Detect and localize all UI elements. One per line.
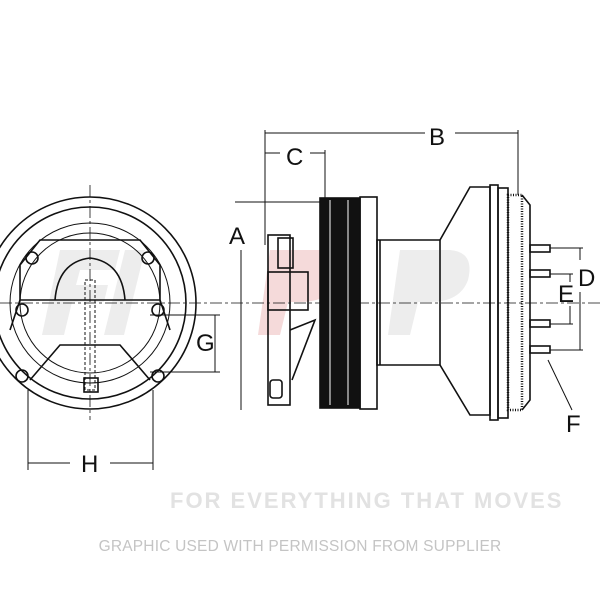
label-C: C [286, 144, 303, 171]
side-view [235, 130, 583, 421]
label-H: H [81, 451, 98, 478]
label-D: D [578, 265, 595, 292]
dimension-labels: B C A D E G F H [81, 124, 595, 478]
label-F: F [566, 411, 581, 438]
label-E: E [558, 281, 574, 308]
supplier-credit: GRAPHIC USED WITH PERMISSION FROM SUPPLI… [98, 538, 502, 555]
label-B: B [429, 124, 445, 151]
front-view [0, 185, 600, 470]
watermark: FOR EVERYTHING THAT MOVES [170, 488, 563, 513]
label-G: G [196, 330, 215, 357]
watermark-tagline: FOR EVERYTHING THAT MOVES [170, 488, 563, 513]
label-A: A [229, 223, 245, 250]
